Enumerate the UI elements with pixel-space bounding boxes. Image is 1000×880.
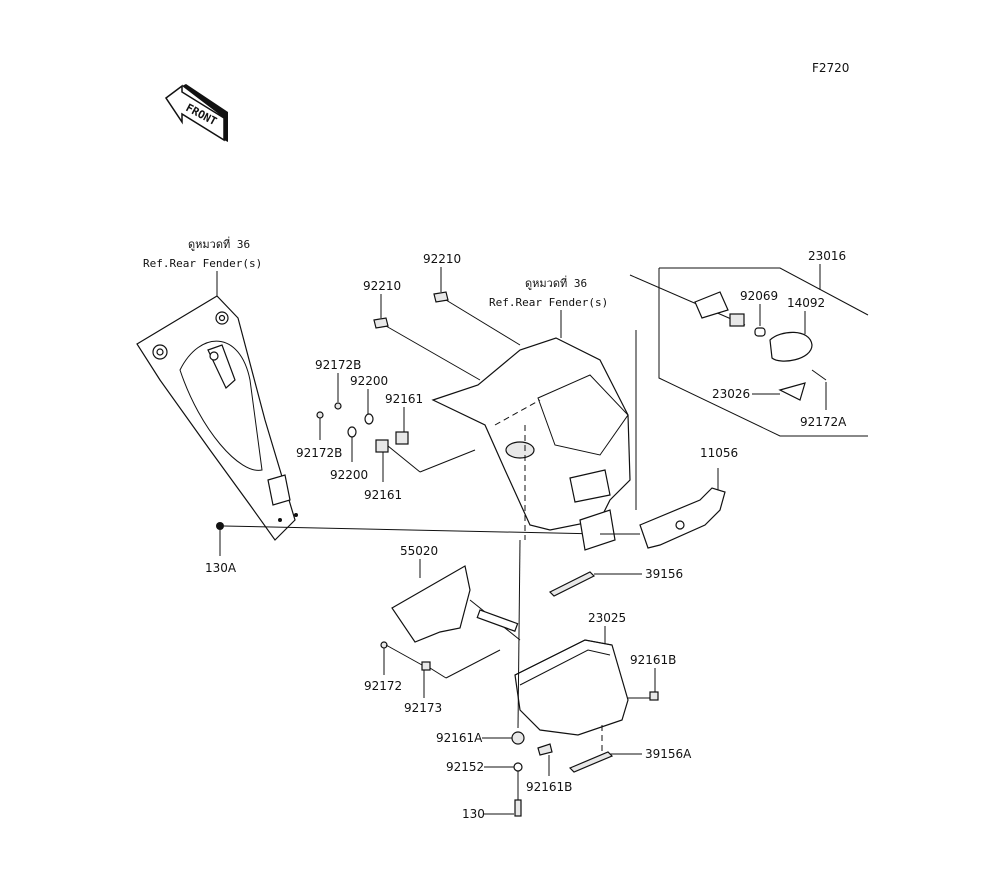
part-92161b-right: 92161B <box>630 653 676 667</box>
part-92172a: 92172A <box>800 415 847 429</box>
tail-lamp <box>514 639 629 736</box>
license-light-group <box>629 264 869 510</box>
bolt-130a <box>216 522 601 556</box>
part-23016: 23016 <box>808 249 846 263</box>
figure-code: F2720 <box>812 61 849 75</box>
tail-housing <box>431 337 631 551</box>
part-92210-upper: 92210 <box>423 252 461 266</box>
part-23025: 23025 <box>588 611 626 625</box>
part-92210-lower: 92210 <box>363 279 401 293</box>
part-92200-bottom: 92200 <box>330 468 368 482</box>
inner-fender-panel <box>136 295 298 541</box>
part-130a: 130A <box>205 561 237 575</box>
part-92069: 92069 <box>740 289 778 303</box>
ref-english-center: Ref.Rear Fender(s) <box>489 296 608 309</box>
part-39156: 39156 <box>645 567 683 581</box>
part-92173: 92173 <box>404 701 442 715</box>
part-92172b-bottom: 92172B <box>296 446 342 460</box>
part-11056: 11056 <box>700 446 738 460</box>
part-92161b-bottom: 92161B <box>526 780 572 794</box>
part-14092: 14092 <box>787 296 825 310</box>
part-39156a: 39156A <box>645 747 692 761</box>
part-23026: 23026 <box>712 387 750 401</box>
part-92161-bottom: 92161 <box>364 488 402 502</box>
part-92172b-top: 92172B <box>315 358 361 372</box>
ref-thai-left: ดูหมวดที่ 36 <box>188 236 250 251</box>
part-130: 130 <box>462 807 485 821</box>
bracket-11056 <box>600 468 726 549</box>
part-92172: 92172 <box>364 679 402 693</box>
part-92152: 92152 <box>446 760 484 774</box>
ref-english-left: Ref.Rear Fender(s) <box>143 257 262 270</box>
front-arrow-icon: FRONT <box>164 84 228 142</box>
part-92161a: 92161A <box>436 731 483 745</box>
part-55020: 55020 <box>400 544 438 558</box>
ref-thai-center: ดูหมวดที่ 36 <box>525 275 587 290</box>
part-92161-top: 92161 <box>385 392 423 406</box>
part-92200-top: 92200 <box>350 374 388 388</box>
